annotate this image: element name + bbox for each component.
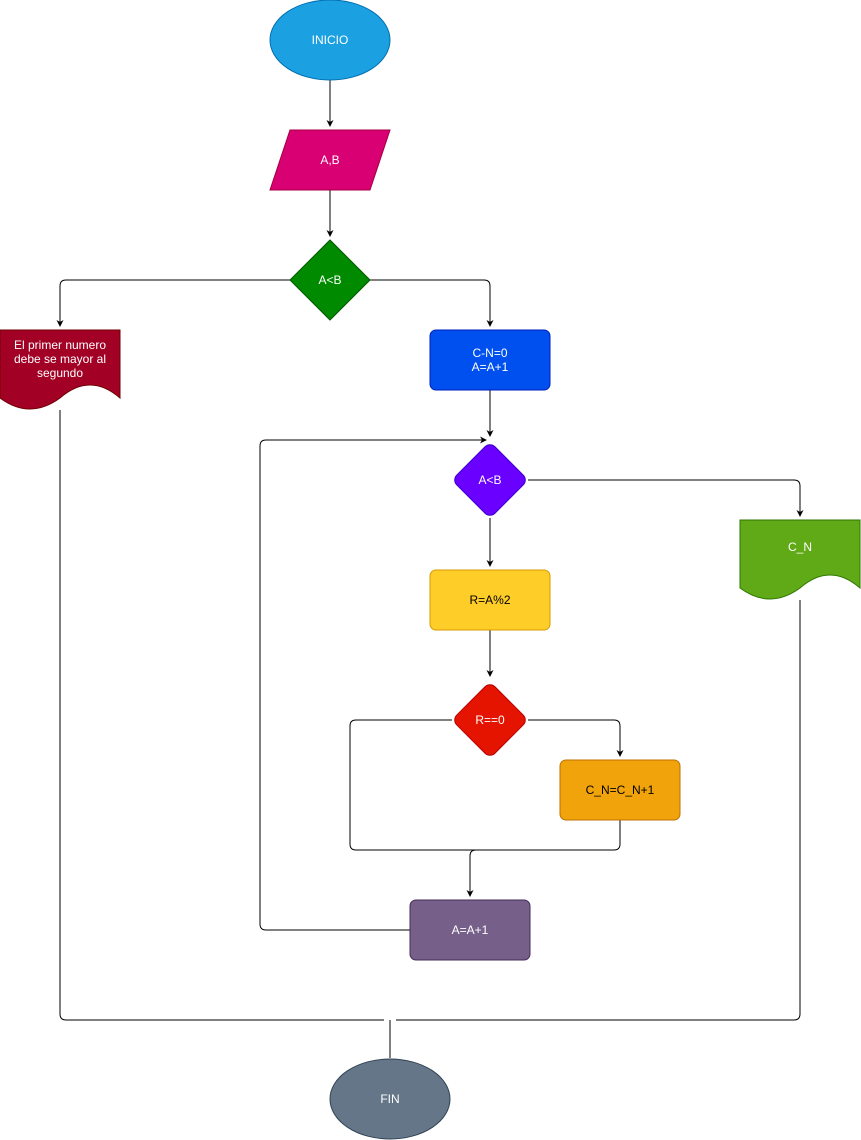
end-text: FIN	[380, 1092, 400, 1106]
init-text: C-N=0 A=A+1	[471, 346, 509, 374]
cond3-label: R==0	[455, 705, 525, 735]
cond1-label: A<B	[295, 265, 365, 295]
cond1-text: A<B	[318, 273, 342, 287]
error-doc-text: El primer numero debe se mayor al segund…	[13, 338, 107, 380]
count-label: C_N=C_N+1	[560, 760, 680, 820]
count-text: C_N=C_N+1	[585, 783, 655, 797]
start-terminal[interactable]	[269, 0, 391, 81]
mod-label: R=A%2	[430, 570, 550, 630]
edge-cond3-to-count	[528, 719, 624, 757]
decision-a-less-b-2[interactable]	[452, 442, 528, 518]
mod-text: R=A%2	[469, 593, 511, 607]
increment-process[interactable]	[409, 899, 531, 961]
edges	[56, 80, 804, 1058]
decision-a-less-b-1[interactable]	[289, 239, 371, 321]
input-label: A,B	[280, 145, 380, 175]
incr-label: A=A+1	[410, 900, 530, 960]
edge-cond2-to-output	[528, 479, 804, 517]
start-text: INICIO	[311, 33, 349, 47]
init-process[interactable]	[429, 329, 551, 391]
edge-cond1-to-init	[370, 279, 494, 327]
incr-text: A=A+1	[451, 923, 489, 937]
init-label: C-N=0 A=A+1	[430, 330, 550, 390]
end-label: FIN	[330, 1079, 450, 1119]
input-text: A,B	[320, 153, 340, 167]
output-doc-text: C_N	[787, 540, 812, 554]
start-label: INICIO	[270, 20, 390, 60]
edge-output-to-end	[396, 600, 801, 1021]
output-document[interactable]	[739, 519, 861, 600]
cond3-text: R==0	[475, 713, 505, 727]
count-process[interactable]	[559, 759, 681, 821]
edge-incr-loop-back	[259, 436, 487, 931]
edge-cond1-to-error	[56, 279, 290, 327]
edge-error-to-end	[59, 410, 384, 1021]
decision-r-equals-zero[interactable]	[452, 682, 528, 758]
end-terminal[interactable]	[329, 1058, 451, 1140]
output-doc-label: C_N	[740, 532, 860, 562]
cond2-label: A<B	[455, 465, 525, 495]
error-document[interactable]	[0, 329, 121, 410]
edge-count-merge	[476, 820, 621, 851]
error-doc-label: El primer numero debe se mayor al segund…	[4, 333, 116, 385]
modulo-process[interactable]	[429, 569, 551, 631]
cond2-text: A<B	[478, 473, 502, 487]
input-parallelogram[interactable]	[269, 129, 391, 191]
edge-cond3-false-merge	[349, 719, 477, 897]
